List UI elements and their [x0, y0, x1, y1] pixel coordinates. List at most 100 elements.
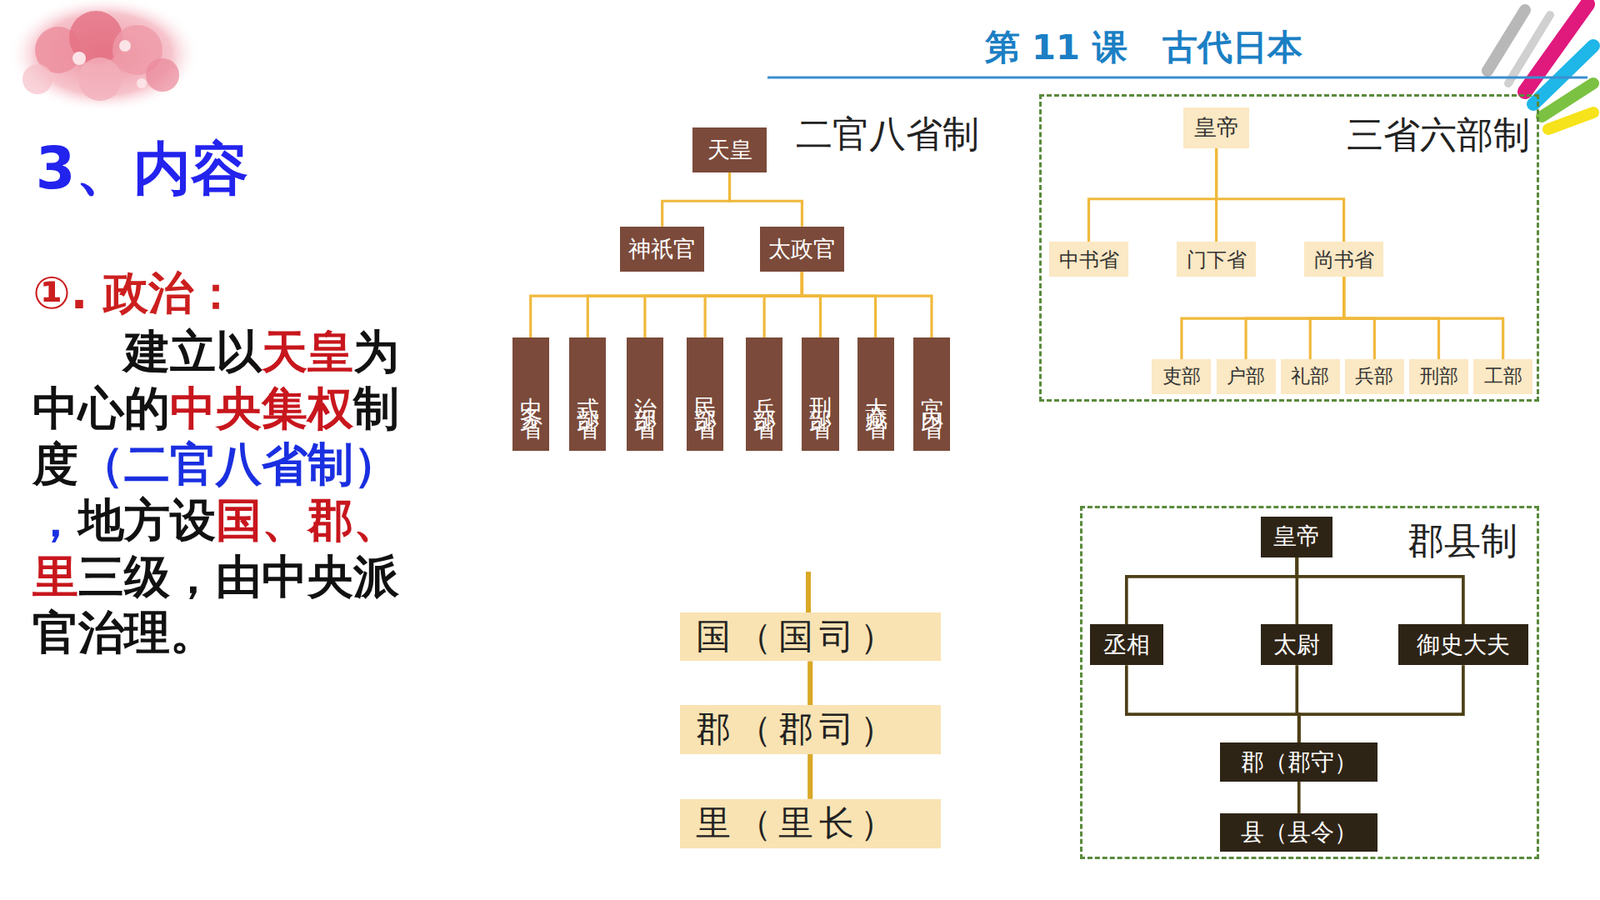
office-box: 郡（郡守） [1220, 742, 1378, 782]
office-box: 皇帝 [1183, 107, 1249, 149]
node-text: 郡（郡司） [680, 705, 902, 753]
node-text: 刑部省 [805, 379, 835, 410]
node-text: 治部省 [630, 379, 660, 410]
tree-connector [1126, 557, 1297, 625]
node-text: 里（里长） [680, 800, 902, 847]
tree-connector [1310, 276, 1344, 360]
office-box: 刑部 [1409, 359, 1469, 395]
node-text: 神祇官 [628, 234, 696, 265]
ministry-box: 式部省 [569, 337, 606, 451]
node-text: 刑部 [1420, 363, 1459, 390]
level-band: 里（里长） [680, 799, 941, 849]
node-text: 兵部省 [749, 379, 780, 410]
tree-connector [705, 271, 802, 339]
header-rule [767, 76, 1588, 80]
node-text: 大藏省 [860, 379, 891, 410]
office-box: 吏部 [1151, 359, 1211, 395]
lesson-header: 第 11 课 古代日本 [985, 24, 1303, 71]
office-box: 门下省 [1176, 241, 1257, 277]
paragraph-segment: 三级，由中央派官治理。 [32, 550, 400, 660]
office-box: 尚书省 [1304, 241, 1385, 277]
node-text: 丞相 [1103, 629, 1150, 661]
slide-heading: 3、内容 [35, 130, 249, 208]
frame-heading: 郡县制 [1407, 516, 1518, 566]
office-box: 户部 [1216, 359, 1276, 395]
office-box: 兵部 [1345, 359, 1405, 395]
node-text: 天皇 [707, 135, 753, 165]
tree-connector [801, 271, 820, 339]
tree-connector [1126, 665, 1300, 743]
system-frame: 郡县制 皇帝丞相 太尉 御史大夫郡（郡守） 县（县令） [1080, 505, 1540, 860]
ministry-box: 刑部省 [801, 337, 839, 451]
office-box: 天皇 [692, 127, 766, 173]
body-paragraph: 建立以天皇为中心的中央集权制度（二官八省制），地方设国、郡、里三级，由中央派官治… [32, 324, 413, 661]
node-text: 御史大夫 [1416, 629, 1510, 661]
tree-connector [1296, 557, 1464, 625]
tree-connector [1181, 276, 1345, 360]
section-heading: ①. 政治： [32, 263, 239, 325]
paragraph-segment: 中央集权 [170, 381, 354, 435]
tree-connector [587, 271, 802, 339]
paragraph-segment: ， [32, 493, 79, 547]
office-box: 中书省 [1049, 241, 1130, 277]
office-box: 太政官 [760, 226, 844, 272]
tree-connector [801, 271, 932, 339]
tree-connector [662, 172, 730, 227]
node-text: 太尉 [1273, 629, 1320, 661]
node-text: 郡（郡守） [1240, 746, 1358, 779]
node-text: 民部省 [690, 379, 720, 410]
tree-connector [530, 271, 803, 339]
ministry-box: 民部省 [686, 337, 724, 451]
office-box: 县（县令） [1220, 813, 1378, 853]
ministry-box: 宫内省 [913, 337, 950, 451]
office-box: 神祇官 [620, 226, 704, 272]
node-text: 尚书省 [1314, 245, 1375, 274]
node-text: 国（国司） [680, 613, 902, 660]
corner-stripes [1487, 4, 1594, 130]
frame-heading: 三省六部制 [1346, 110, 1530, 160]
level-band: 郡（郡司） [680, 705, 941, 755]
node-text: 户部 [1226, 363, 1265, 390]
ministry-box: 兵部省 [745, 337, 783, 451]
tree-connector [764, 271, 802, 339]
ministry-box: 中务省 [512, 337, 550, 451]
node-text: 吏部 [1162, 363, 1201, 390]
node-text: 皇帝 [1273, 520, 1320, 553]
tree-connector [801, 271, 875, 339]
paragraph-segment: 天皇 [261, 325, 354, 379]
tree-connector [1245, 276, 1345, 360]
tree-connector [1299, 665, 1464, 743]
office-box: 礼部 [1280, 359, 1340, 395]
top-stub-line [805, 571, 811, 614]
node-text: 式部省 [572, 379, 603, 410]
node-text: 太政官 [768, 234, 836, 265]
tree-connector [730, 172, 803, 227]
node-text: 兵部 [1355, 363, 1394, 390]
tree-connector [1297, 781, 1301, 814]
node-text: 中书省 [1059, 245, 1120, 274]
office-box: 皇帝 [1260, 516, 1333, 558]
level-band: 国（国司） [680, 612, 941, 662]
system-frame: 三省六部制 皇帝中书省 门下省 尚书省吏部户部礼部兵部刑部工部 [1039, 94, 1540, 403]
tree-connector [807, 660, 813, 705]
tree-connector [1089, 148, 1217, 243]
paragraph-segment: 建立以 [124, 325, 262, 379]
tree-connector [1344, 276, 1504, 360]
office-box: 御史大夫 [1398, 624, 1530, 665]
office-box: 丞相 [1090, 624, 1164, 665]
ministry-box: 治部省 [626, 337, 664, 451]
tree-connector [1216, 148, 1345, 243]
ministry-box: 大藏省 [857, 337, 895, 451]
paragraph-segment: 地方设 [78, 493, 216, 547]
node-text: 礼部 [1290, 363, 1330, 390]
office-box: 工部 [1473, 359, 1533, 395]
node-text: 皇帝 [1194, 112, 1240, 143]
office-box: 太尉 [1260, 624, 1333, 665]
diagram-heading: 二官八省制 [795, 110, 980, 160]
node-text: 工部 [1484, 363, 1523, 390]
paragraph-segment: （二官八省制） [78, 437, 400, 491]
node-text: 门下省 [1186, 245, 1247, 274]
flower-picture [8, 0, 200, 113]
node-text: 县（县令） [1240, 816, 1358, 849]
